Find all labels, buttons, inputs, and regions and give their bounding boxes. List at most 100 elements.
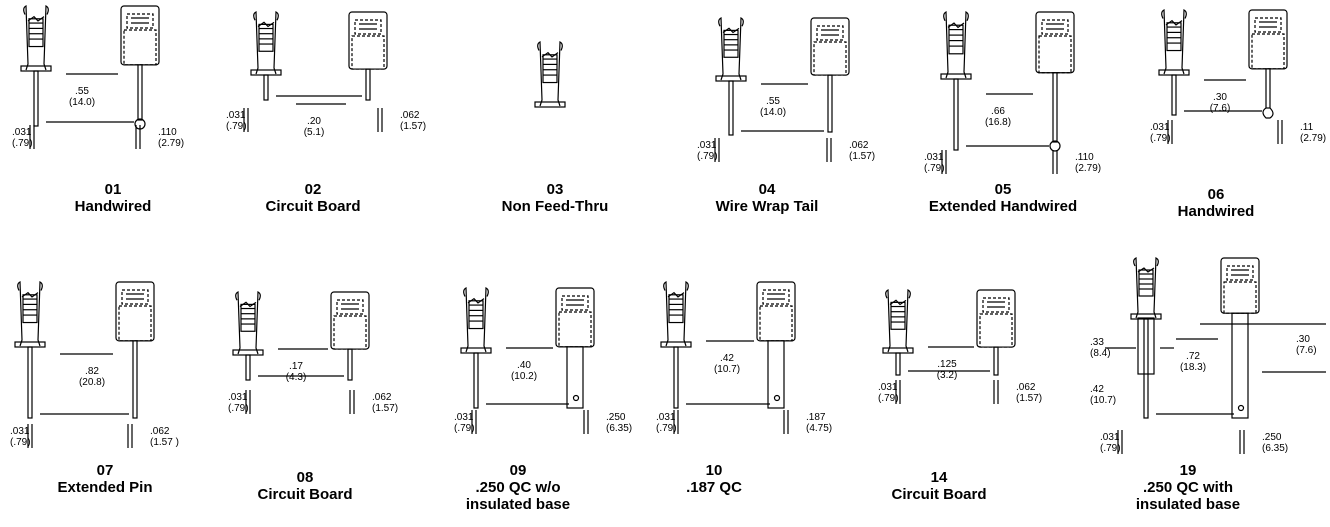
pin-diameter-inch-label: .031 [12, 127, 32, 138]
height-inch-label: .72 [1186, 351, 1200, 362]
terminal-name: .250 QC with [1142, 479, 1234, 496]
tail-size-mm-label: (2.79) [1300, 133, 1326, 144]
terminal-figure-04: .55(14.0).031(.79).062(1.57) [697, 17, 875, 162]
tail-size-inch-label: .250 [1262, 432, 1282, 443]
terminal-code: 10 [705, 462, 723, 479]
barrel-outline [813, 41, 847, 76]
clip-base [940, 73, 972, 80]
front-pin [827, 74, 833, 133]
terminal-code: 05 [994, 181, 1012, 198]
tab-hole [1237, 404, 1245, 412]
side-pin [673, 346, 679, 409]
caption-06: 06 Handwired [1131, 186, 1301, 220]
caption-09: 09 .250 QC w/o insulated base [433, 462, 603, 513]
height-inch-label: .20 [307, 116, 321, 127]
front-offset-inch-label: .30 [1296, 334, 1310, 345]
clip-base [534, 101, 566, 108]
terminal-code: 08 [296, 469, 314, 486]
pin-diameter-inch-label: .031 [228, 392, 248, 403]
pin-diameter-inch-label: .031 [656, 412, 676, 423]
pin-diameter-mm-label: (.79) [226, 121, 247, 132]
clip-leg-left [235, 291, 241, 355]
tail-size-mm-label: (1.57 ) [150, 437, 179, 448]
terminal-figure-07: .82(20.8).031(.79).062(1.57 ) [10, 281, 179, 448]
base-width-mm-label: (8.4) [1090, 348, 1111, 359]
clip-base [20, 65, 52, 72]
tail-size-inch-label: .062 [400, 110, 420, 121]
clip-leg-left [663, 281, 669, 347]
clip-leg-right [37, 281, 43, 347]
screw-head [722, 27, 740, 34]
caption-14: 14 Circuit Board [854, 469, 1024, 503]
terminal-name-2: insulated base [465, 496, 571, 513]
clip-leg-right [43, 5, 49, 71]
clip-leg-right [255, 291, 261, 355]
terminal-figure-08: .17(4.3).031(.79).062(1.57) [228, 291, 398, 414]
terminal-name: Non Feed-Thru [501, 198, 609, 215]
screw-head [889, 299, 907, 306]
barrel-outline [1223, 281, 1257, 314]
caption-01: 01 Handwired [28, 181, 198, 215]
front-pin [365, 68, 371, 101]
height-mm-label: (16.8) [985, 117, 1011, 128]
screw-head [467, 297, 485, 304]
height-inch-label: .17 [289, 361, 303, 372]
clip-leg-left [463, 287, 469, 353]
caption-10: 10 .187 QC [629, 462, 799, 496]
terminal-code: 19 [1179, 462, 1197, 479]
side-pin [1143, 318, 1149, 419]
clip-leg-right [905, 289, 911, 353]
clip-leg-left [17, 281, 23, 347]
side-pin [728, 80, 734, 136]
terminal-name: .250 QC w/o [475, 479, 561, 496]
tab-hole [773, 394, 781, 402]
clip-base [1158, 69, 1190, 76]
barrel-outline [979, 313, 1013, 348]
tail-size-mm-label: (1.57) [1016, 393, 1042, 404]
clip-leg-right [1153, 257, 1159, 319]
height-inch-label: .66 [991, 106, 1005, 117]
height-mm-label: (4.3) [286, 372, 307, 383]
screw-head [1137, 267, 1155, 273]
terminal-figure-03 [534, 41, 566, 108]
pin-diameter-mm-label: (.79) [878, 393, 899, 404]
pin-diameter-inch-label: .031 [226, 110, 246, 121]
clip-base [715, 75, 747, 82]
side-pin [953, 78, 959, 151]
terminal-name: Circuit Board [891, 486, 987, 503]
front-pin [137, 64, 143, 121]
clip-base [250, 69, 282, 76]
height-mm-label: (18.3) [1180, 362, 1206, 373]
tail-size-inch-label: .062 [849, 140, 869, 151]
clip-base [14, 341, 46, 348]
tail-size-inch-label: .062 [150, 426, 170, 437]
qc-tab [767, 340, 785, 409]
clip-base [882, 347, 914, 354]
front-pin [1052, 72, 1058, 143]
screw-outline [1041, 19, 1069, 35]
barrel-outline [1251, 33, 1285, 70]
screw-head [667, 291, 685, 298]
side-pin [895, 352, 901, 376]
tail-size-mm-label: (1.57) [849, 151, 875, 162]
terminal-name: Extended Pin [57, 479, 153, 496]
screw-outline [1254, 17, 1282, 33]
terminal-code: 04 [758, 181, 776, 198]
pin-diameter-mm-label: (.79) [454, 423, 475, 434]
height-inch-label: .30 [1213, 92, 1227, 103]
height-inch-label: .125 [937, 359, 957, 370]
clip-base [460, 347, 492, 354]
tail-size-mm-label: (1.57) [372, 403, 398, 414]
terminal-figure-01: .55(14.0).031(.79).110(2.79) [12, 5, 184, 149]
barrel-outline [123, 29, 157, 66]
tail-size-mm-label: (4.75) [806, 423, 832, 434]
solder-eye [1049, 140, 1061, 152]
height-mm-label: (3.2) [937, 370, 958, 381]
terminal-code: 01 [104, 181, 122, 198]
screw-head [947, 22, 965, 29]
tail-size-mm-label: (6.35) [606, 423, 632, 434]
pin-diameter-mm-label: (.79) [924, 163, 945, 174]
screw-outline [121, 289, 149, 305]
solder-hook [1262, 107, 1274, 119]
